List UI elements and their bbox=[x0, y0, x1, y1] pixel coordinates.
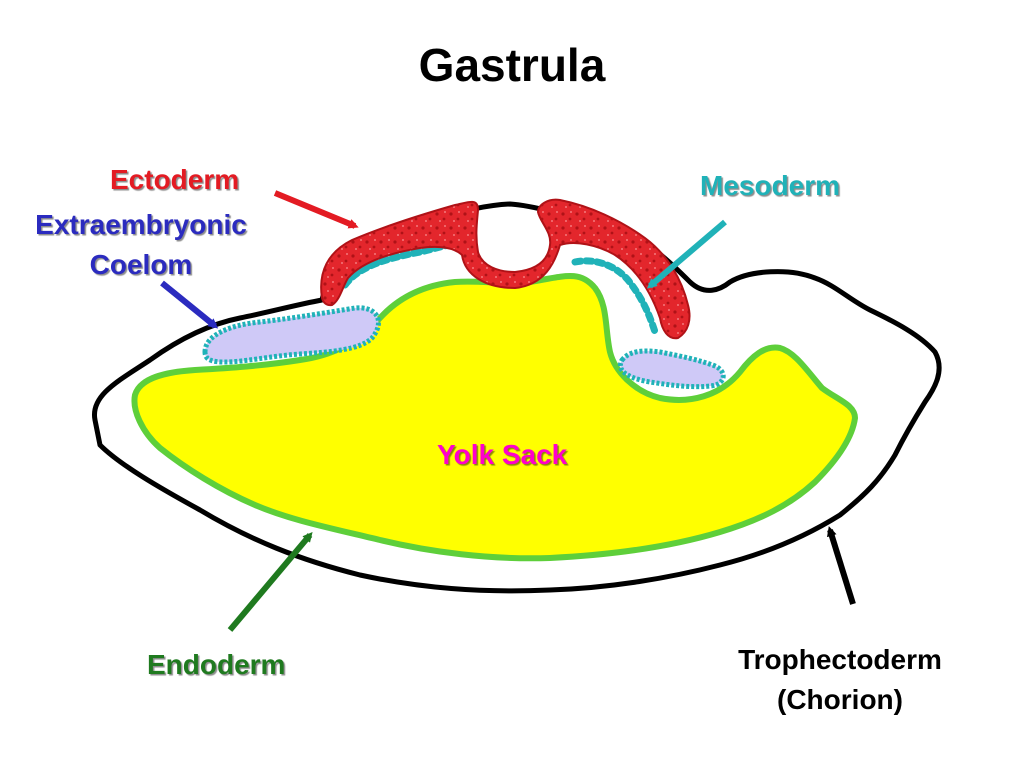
ectoderm-layer bbox=[320, 198, 691, 340]
trophectoderm-label: Trophectoderm (Chorion) bbox=[700, 640, 980, 720]
yolk-sack-label: Yolk Sack bbox=[437, 435, 567, 475]
trophectoderm-label-line2: (Chorion) bbox=[777, 684, 903, 715]
cyan-arrow-icon bbox=[646, 219, 727, 289]
coelom-right bbox=[617, 348, 726, 390]
coelom-label: Extraembryonic Coelom bbox=[10, 205, 272, 285]
yolk-sack bbox=[131, 273, 858, 562]
endoderm-label-text: Endoderm bbox=[147, 649, 286, 680]
endoderm-label: Endoderm bbox=[147, 645, 285, 685]
green-arrow-icon bbox=[227, 531, 313, 632]
coelom-label-line2: Coelom bbox=[89, 249, 193, 280]
coelom-left bbox=[202, 305, 381, 365]
blue-arrow-icon bbox=[160, 280, 219, 329]
yolk-sack-label-text: Yolk Sack bbox=[437, 439, 568, 470]
coelom-label-line1: Extraembryonic bbox=[35, 209, 247, 240]
ectoderm-label-text: Ectoderm bbox=[110, 164, 240, 195]
red-arrow-icon bbox=[273, 190, 359, 229]
ectoderm-label: Ectoderm bbox=[110, 160, 239, 200]
page-title: Gastrula bbox=[418, 39, 606, 91]
black-arrow-icon bbox=[827, 526, 856, 605]
mesoderm-label-text: Mesoderm bbox=[700, 170, 841, 201]
mesoderm-label: Mesoderm bbox=[700, 166, 840, 206]
trophectoderm-label-line1: Trophectoderm bbox=[738, 644, 942, 675]
